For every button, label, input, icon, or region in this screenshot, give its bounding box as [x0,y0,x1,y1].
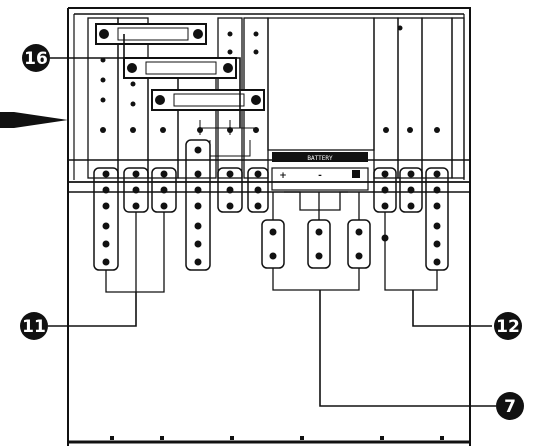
bottom-marks [110,436,444,440]
terminal-rail [67,159,471,193]
callout-12-label: 12 [496,317,520,337]
leader-lines [48,34,496,407]
upper-wires [199,120,256,157]
group-brackets [105,212,438,293]
bus-bars [95,23,265,111]
callout-12: 12 [494,312,522,340]
callout-11: 11 [20,312,48,340]
callout-7: 7 [496,392,524,420]
leader-16 [50,57,241,128]
battery-section: BATTERY + - [271,152,369,191]
leader-7 [319,290,496,407]
plus-sign: + [279,171,287,181]
left-terminals [93,139,269,271]
leader-12 [412,290,492,327]
leader-11 [48,292,137,327]
battery-label: BATTERY [307,155,333,162]
minus-sign: - [318,171,322,181]
arrow-pointer [0,112,68,128]
callout-16-label: 16 [24,49,48,69]
callout-11-label: 11 [22,317,46,337]
callout-16: 16 [22,44,50,72]
battery-terminals [261,191,371,269]
callout-7-label: 7 [504,397,516,417]
